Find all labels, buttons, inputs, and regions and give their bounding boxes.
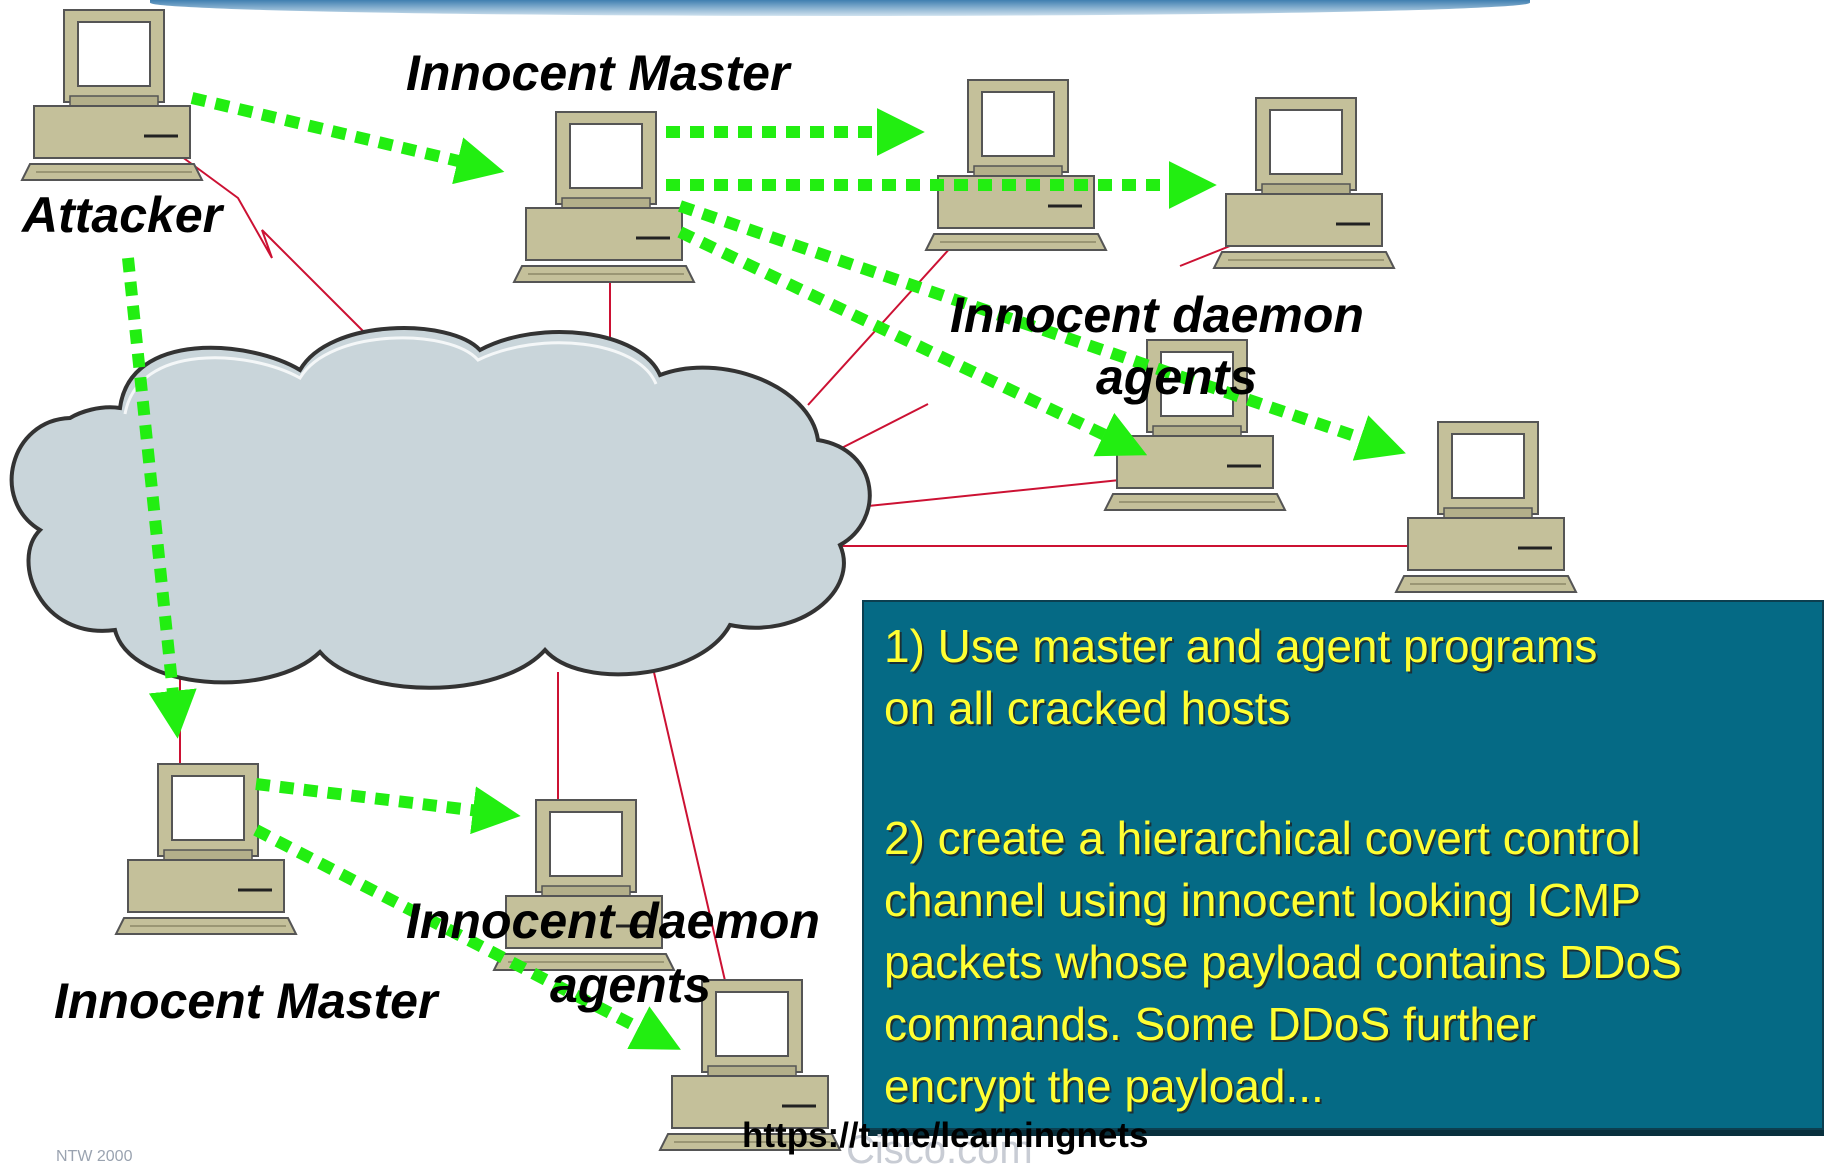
arrow-master-to-agent-3 (677, 226, 1148, 457)
link-agent2-cloud (1179, 245, 1231, 267)
point-2-line-1: 2) create a hierarchical covert control (884, 812, 1641, 864)
label-master-bottom: Innocent Master (54, 973, 438, 1029)
point-2-line-2: channel using innocent looking ICMP (884, 874, 1641, 926)
command-arrows (122, 92, 1406, 1050)
label-daemon-top-1: Innocent daemon (950, 287, 1364, 343)
network-cloud-icon (9, 326, 872, 690)
computer-icon-agent-2 (1212, 96, 1396, 270)
computer-icon-agent-1 (924, 78, 1108, 252)
point-1-line-1: 1) Use master and agent programs (884, 620, 1598, 672)
link-agent7-cloud (649, 654, 727, 986)
label-daemon-bottom-1: Innocent daemon (406, 893, 820, 949)
point-2-line-4: commands. Some DDoS further (884, 998, 1536, 1050)
arrow-attacker-to-master-bottom (122, 257, 197, 739)
computer-icon-attacker (20, 8, 204, 182)
label-master-top: Innocent Master (406, 45, 790, 101)
arrow-master-bottom-to-agent-5 (255, 778, 521, 835)
arrow-master-bottom-to-agent-6 (253, 824, 681, 1050)
link-attacker-cloud (169, 147, 377, 345)
footer-url[interactable]: https://t.me/learningnets (742, 1116, 1149, 1155)
computer-icon-agent-4 (1394, 420, 1578, 594)
label-attacker: Attacker (22, 187, 223, 243)
header-band (150, 0, 1530, 16)
footer-left-text: NTW 2000 (56, 1148, 133, 1165)
arrow-master-to-agent-4 (678, 200, 1406, 461)
label-daemon-top-2: agents (1096, 349, 1258, 405)
link-agent4-cloud (867, 479, 1121, 507)
label-daemon-bottom-2: agents (550, 957, 712, 1013)
explanation-box: 1) Use master and agent programs on all … (862, 600, 1824, 1130)
arrow-attacker-to-master-top (190, 92, 505, 185)
point-1-line-2: on all cracked hosts (884, 682, 1291, 734)
point-2-line-3: packets whose payload contains DDoS (884, 936, 1682, 988)
point-2-line-5: encrypt the payload... (884, 1060, 1324, 1112)
